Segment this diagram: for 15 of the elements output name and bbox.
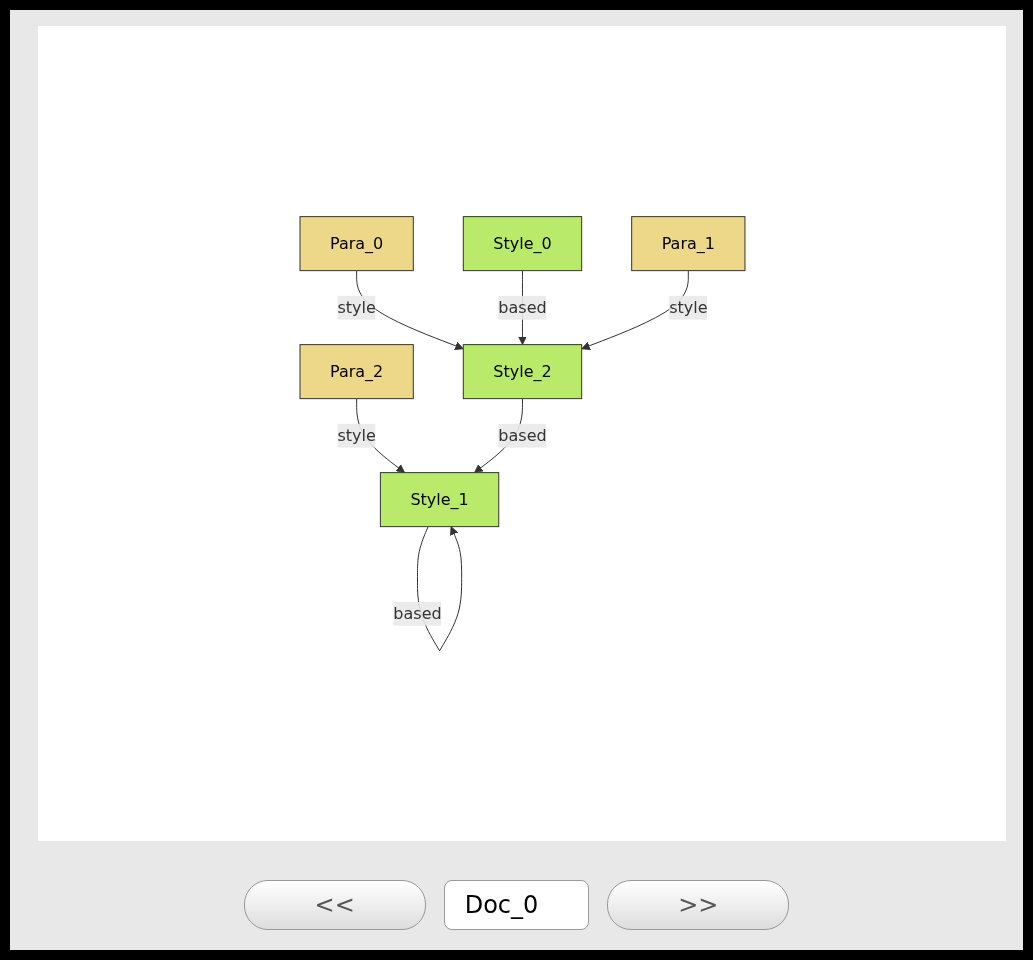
edge-label: style — [336, 297, 376, 317]
edge-label: style — [336, 425, 376, 445]
previous-button: << — [243, 880, 426, 930]
next-button: >> — [607, 880, 790, 930]
node-box: Para_2 — [299, 343, 414, 399]
edge-label: style — [668, 297, 708, 317]
node-box: Style_1 — [379, 471, 499, 527]
edge-label: based — [392, 603, 442, 623]
edge-label: based — [497, 297, 547, 317]
node-box: Para_1 — [630, 215, 745, 271]
node-box: Style_2 — [462, 343, 582, 399]
document-select: Doc_0 — [443, 880, 590, 930]
node-box: Para_0 — [299, 215, 414, 271]
node-box: Style_0 — [462, 215, 582, 271]
edge-label: based — [497, 425, 547, 445]
